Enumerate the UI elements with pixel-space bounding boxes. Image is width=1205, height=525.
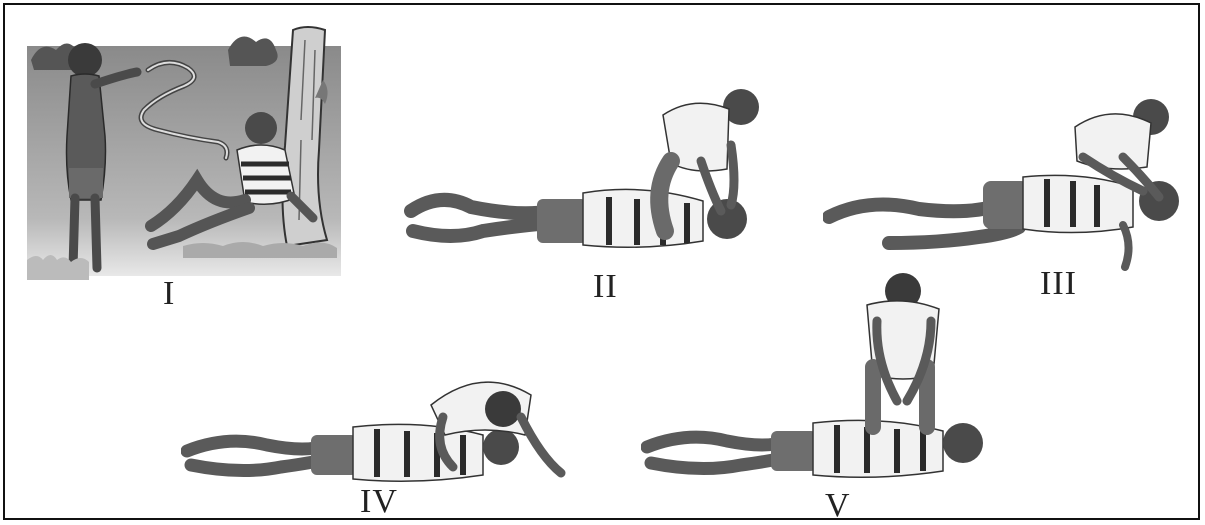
panel-4-check-breathing [181, 365, 567, 485]
first-aid-step-3-illustration [823, 97, 1185, 271]
figure-label-3: III [1040, 267, 1077, 301]
snake-bite-scene-illustration [23, 20, 345, 282]
first-aid-step-5-illustration [641, 271, 997, 487]
bush-right [228, 37, 278, 66]
panel-3-recovery [823, 97, 1185, 271]
first-aid-step-2-illustration [401, 81, 771, 261]
panel-5-chest-compressions [641, 271, 997, 487]
panel-1-snake-scene [23, 20, 345, 282]
figure-label-2: II [593, 270, 618, 304]
figure-label-4: IV [360, 485, 398, 519]
first-aid-step-4-illustration [181, 365, 567, 485]
panel-2-open-airway [401, 81, 771, 261]
figure-label-1: I [163, 277, 175, 311]
figure-label-5: V [825, 489, 851, 523]
figure-frame: I II [3, 3, 1200, 520]
